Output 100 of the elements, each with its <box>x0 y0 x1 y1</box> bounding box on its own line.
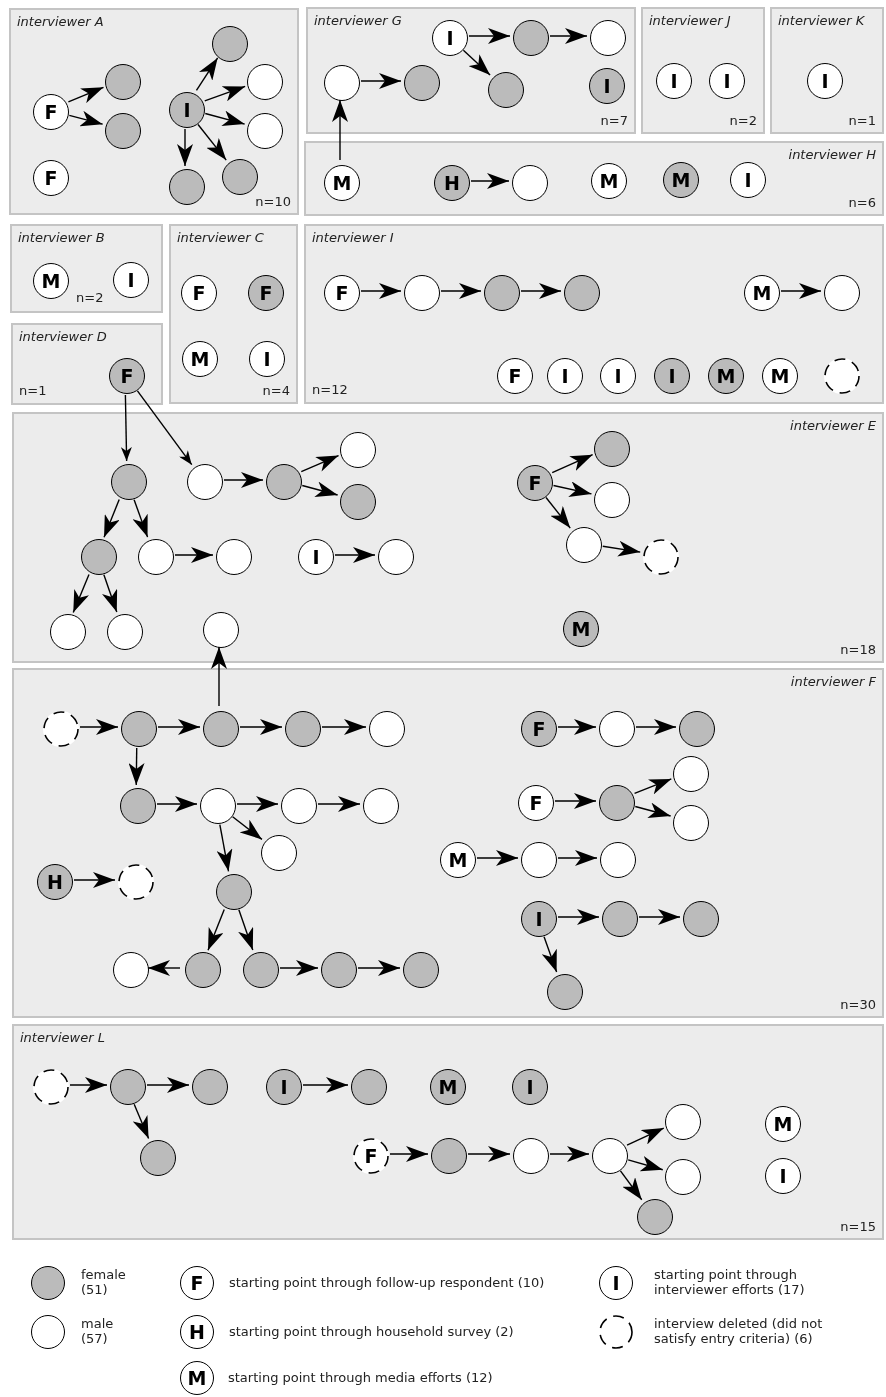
respondent-circle <box>37 864 73 900</box>
arrow <box>211 646 227 707</box>
arrow <box>146 1077 190 1093</box>
arrow <box>279 960 319 976</box>
start-code: F <box>259 283 273 303</box>
start-code: M <box>716 366 736 386</box>
respondent-circle <box>216 874 252 910</box>
respondent-circle <box>187 464 223 500</box>
arrow <box>68 110 104 127</box>
respondent-circle <box>765 1106 801 1142</box>
deleted-interview-circle <box>353 1138 389 1174</box>
respondent-circle <box>517 465 553 501</box>
deleted-interview-circle <box>118 864 154 900</box>
respondent-circle <box>200 788 236 824</box>
respondent-circle <box>547 974 583 1010</box>
deleted-interview-circle <box>643 539 679 575</box>
interviewer-panel <box>304 141 884 216</box>
interviewer-panel <box>306 7 636 134</box>
respondent-circle <box>298 539 334 575</box>
start-code: F <box>508 366 522 386</box>
respondent-circle <box>665 1159 701 1195</box>
legend-label: male (57) <box>81 1316 115 1346</box>
arrow <box>302 1077 349 1093</box>
arrow <box>545 496 571 529</box>
respondent-circle <box>762 358 798 394</box>
interviewer-panel <box>304 224 884 404</box>
sample-size: n=4 <box>262 383 290 398</box>
respondent-circle <box>434 165 470 201</box>
panel-title: interviewer J <box>649 13 731 28</box>
sample-size: n=1 <box>19 383 47 398</box>
deleted-interview-circle <box>43 711 79 747</box>
arrow <box>177 128 193 167</box>
respondent-circle <box>497 358 533 394</box>
deleted-interview-circle <box>33 1069 69 1105</box>
respondent-circle <box>513 20 549 56</box>
respondent-circle <box>599 711 635 747</box>
arrow <box>332 99 348 161</box>
arrow <box>132 1103 150 1140</box>
interviewer-panel <box>11 323 163 405</box>
respondent-circle <box>105 64 141 100</box>
arrow <box>602 540 641 557</box>
arrow <box>73 872 116 888</box>
respondent-circle <box>324 65 360 101</box>
respondent-circle <box>266 464 302 500</box>
start-code: F <box>335 283 349 303</box>
respondent-circle <box>247 113 283 149</box>
start-code: F <box>364 1146 378 1166</box>
respondent-circle <box>105 113 141 149</box>
arrow <box>357 960 401 976</box>
respondent-circle <box>109 358 145 394</box>
start-code: I <box>670 71 678 91</box>
respondent-circle <box>594 482 630 518</box>
arrow <box>67 86 105 104</box>
arrow <box>626 1127 665 1146</box>
respondent-circle <box>591 163 627 199</box>
start-code: I <box>821 71 829 91</box>
start-code: I <box>668 366 676 386</box>
start-code: I <box>263 349 271 369</box>
sample-size: n=2 <box>76 290 104 305</box>
arrow <box>549 28 588 44</box>
arrow <box>520 283 562 299</box>
start-code: H <box>189 1322 205 1342</box>
sample-size: n=12 <box>312 382 348 397</box>
interviewer-panel <box>12 412 884 663</box>
start-code: F <box>44 102 58 122</box>
arrow <box>223 472 264 488</box>
panel-title: interviewer B <box>18 230 105 245</box>
respondent-circle <box>185 952 221 988</box>
arrow <box>476 850 519 866</box>
start-code: I <box>280 1077 288 1097</box>
start-code: F <box>529 793 543 813</box>
arrow <box>204 110 246 127</box>
respondent-circle <box>484 275 520 311</box>
respondent-circle <box>432 20 468 56</box>
respondent-circle <box>248 275 284 311</box>
panel-title: interviewer L <box>20 1030 105 1045</box>
arrow <box>627 1156 664 1172</box>
respondent-circle <box>266 1069 302 1105</box>
respondent-circle <box>321 952 357 988</box>
start-code: I <box>603 76 611 96</box>
start-code: I <box>535 909 543 929</box>
respondent-circle <box>113 952 149 988</box>
start-code: M <box>599 171 619 191</box>
respondent-circle <box>281 788 317 824</box>
respondent-circle <box>247 64 283 100</box>
legend-label: interview deleted (did not satisfy entry criteria) (6) <box>654 1316 824 1346</box>
arrow <box>238 909 254 951</box>
respondent-circle <box>203 612 239 648</box>
respondent-circle <box>512 165 548 201</box>
arrow <box>557 909 600 925</box>
respondent-circle <box>665 1104 701 1140</box>
respondent-circle <box>404 275 440 311</box>
start-code: M <box>671 170 691 190</box>
arrow <box>174 547 214 563</box>
respondent-circle <box>566 527 602 563</box>
respondent-circle <box>592 1138 628 1174</box>
respondent-circle <box>203 711 239 747</box>
start-code: H <box>444 173 460 193</box>
start-code: I <box>779 1166 787 1186</box>
sample-size: n=10 <box>255 194 291 209</box>
